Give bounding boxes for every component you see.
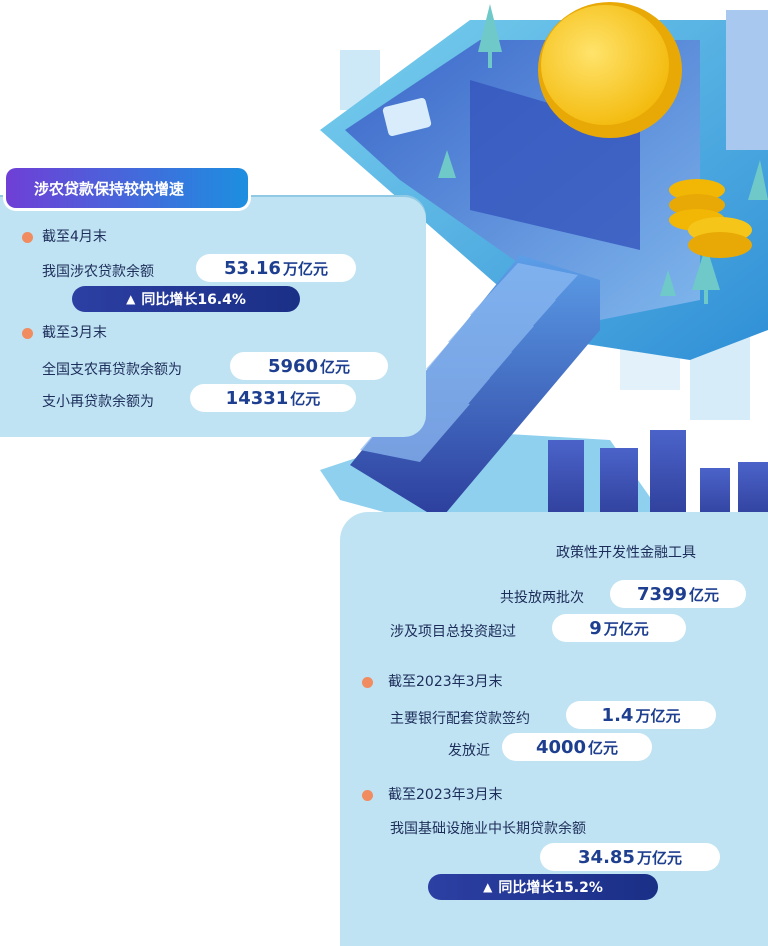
agri-relend-unit: 亿元: [320, 357, 351, 376]
batches-value: 7399: [636, 583, 688, 605]
agri-loan-unit: 万亿元: [282, 259, 328, 278]
agri-loan-value: 53.16: [224, 257, 281, 279]
page-title: 涉农贷款保持较快增速: [6, 168, 248, 208]
agri-loan-label: 我国涉农贷款余额: [42, 264, 154, 280]
up-triangle-icon: ▲: [126, 292, 136, 306]
issue-value-pill: 4000 亿元: [502, 733, 652, 761]
invest-unit: 万亿元: [603, 619, 649, 638]
section-heading: 政策性开发性金融工具: [556, 545, 696, 561]
batches-unit: 亿元: [689, 585, 720, 604]
small-relend-label: 支小再贷款余额为: [42, 394, 154, 410]
growth-badge-1: ▲ 同比增长16.4%: [72, 286, 300, 312]
svg-text:¥: ¥: [347, 185, 358, 204]
issue-value: 4000: [535, 736, 587, 758]
invest-value-pill: 9 万亿元: [552, 614, 686, 642]
small-relend-value-pill: 14331 亿元: [190, 384, 356, 412]
bullet-dot: [22, 328, 33, 339]
date-label-2023-b: 截至2023年3月末: [388, 787, 503, 803]
issue-unit: 亿元: [588, 738, 619, 757]
coin-icon: [538, 2, 752, 258]
growth-badge-2: ▲ 同比增长15.2%: [428, 874, 658, 900]
batches-value-pill: 7399 亿元: [610, 580, 746, 608]
date-label-2023-a: 截至2023年3月末: [388, 674, 503, 690]
invest-value: 9: [589, 617, 602, 639]
infra-label: 我国基础设施业中长期贷款余额: [390, 821, 586, 837]
growth-text-2: 同比增长15.2%: [498, 880, 603, 896]
agri-relend-label: 全国支农再贷款余额为: [42, 362, 182, 378]
small-relend-unit: 亿元: [290, 389, 321, 408]
bullet-dot: [22, 232, 33, 243]
growth-text-1: 同比增长16.4%: [141, 292, 246, 308]
staircase: [350, 255, 600, 520]
date-label-mar: 截至3月末: [42, 325, 107, 341]
batches-label: 共投放两批次: [500, 590, 584, 606]
sign-value: 1.4: [601, 704, 634, 726]
infra-unit: 万亿元: [636, 848, 682, 867]
bullet-dot: [362, 790, 373, 801]
small-relend-value: 14331: [225, 387, 289, 409]
issue-label: 发放近: [448, 743, 490, 759]
sign-label: 主要银行配套贷款签约: [390, 711, 530, 727]
infra-value: 34.85: [578, 846, 635, 868]
agri-relend-value: 5960: [267, 355, 319, 377]
date-label-apr: 截至4月末: [42, 229, 107, 245]
tree-icon: [438, 4, 768, 304]
infra-value-pill: 34.85 万亿元: [540, 843, 720, 871]
agri-relend-value-pill: 5960 亿元: [230, 352, 388, 380]
up-triangle-icon: ▲: [483, 880, 493, 894]
sign-unit: 万亿元: [635, 706, 681, 725]
sign-value-pill: 1.4 万亿元: [566, 701, 716, 729]
agri-loan-value-pill: 53.16 万亿元: [196, 254, 356, 282]
invest-label: 涉及项目总投资超过: [390, 624, 516, 640]
bullet-dot: [362, 677, 373, 688]
